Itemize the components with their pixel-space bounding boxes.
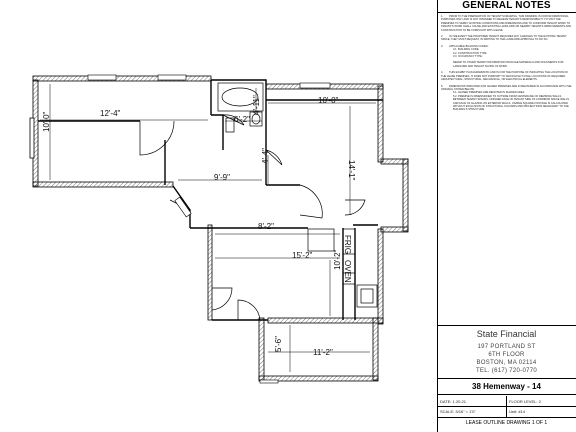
floor-field: FLOOR LEVEL: 2: [509, 399, 541, 404]
scale-field: SCALE: 3/16" = 1'0": [440, 409, 476, 414]
notes-title: GENERAL NOTES: [462, 0, 551, 11]
notes-divider: [437, 12, 576, 13]
fridge-box: [342, 228, 356, 274]
dim-hall-width: 9'-9": [214, 173, 230, 182]
kitchen-appliances: [307, 228, 378, 308]
address-line: BOSTON, MA 02114: [476, 360, 537, 366]
notes-panel: [437, 0, 576, 432]
dimension-lines: [40, 84, 376, 372]
dim-bedroom-width: 10'-0": [318, 96, 339, 105]
unit-field: Unit: #14: [509, 409, 526, 414]
dim-room3-depth: 5'-6": [274, 336, 283, 352]
info-grid: [437, 396, 576, 418]
note-item: 1.PRIOR TO THE PREPARATION OF TENANT'S D…: [441, 15, 572, 32]
general-notes: 1.PRIOR TO THE PREPARATION OF TENANT'S D…: [441, 15, 573, 325]
dim-living-depth: 10'-0": [42, 111, 51, 132]
oven-box: [342, 253, 356, 285]
note-item: 2.IN THE EVENT THE PROPOSED TENANT REQUI…: [441, 35, 567, 42]
address-line: 6TH FLOOR: [488, 352, 525, 358]
oven-label: OVEN: [343, 260, 352, 283]
note-item: 4.THIS EXHIBIT IS DIAGRAMMATIC AND IS FO…: [441, 71, 569, 82]
dim-room3-width: 11'-2": [313, 348, 333, 357]
floor-plan: 12'-4" 10'-0" 6'-2" 4'-11" 10'-0" 14'-1"…: [29, 74, 409, 384]
company-name: State Financial: [476, 329, 537, 339]
note-item: 3.APPLICABLE BUILDING CODES: 3.1. BUILDI…: [441, 44, 489, 59]
bathtub: [217, 82, 264, 112]
project-box: [437, 378, 576, 395]
sheet-title: LEASE OUTLINE DRAWING 1 OF 1: [465, 420, 548, 426]
company-box: [437, 325, 576, 378]
dim-kitchen-width: 8'-2": [258, 222, 274, 231]
dim-living-width: 12'-4": [100, 109, 121, 118]
address-line: 197 PORTLAND ST: [477, 344, 536, 350]
dim-bath-width: 6'-2": [234, 115, 250, 124]
dim-bedroom-depth: 14'-1": [347, 160, 356, 181]
toilet: [225, 117, 235, 133]
exterior-walls: [29, 75, 409, 382]
dim-bath-depth: 4'-11": [252, 95, 261, 115]
windows: [87, 74, 331, 384]
note-item: REFER TO OTHER TENANT INFORMATION PACKAG…: [453, 61, 564, 68]
dim-hall-depth: 4'-4": [261, 148, 270, 164]
date-field: DATE: 1.20.21: [440, 399, 466, 404]
counter: [307, 228, 335, 252]
door-living: [139, 120, 175, 156]
dim-kitchen-side: 10'-2": [333, 249, 342, 270]
note-item: 5.DIMENSIONS INDICATED FOR LEASED PREMIS…: [441, 84, 572, 112]
dimension-texts: 12'-4" 10'-0" 6'-2" 4'-11" 10'-0" 14'-1"…: [42, 95, 356, 357]
address-line: TEL. (617) 720-0770: [475, 368, 538, 374]
kitchen-sink: [356, 284, 378, 308]
bathroom-fixtures: [217, 82, 264, 133]
doors: [139, 114, 366, 321]
fridge-label: FRIG: [343, 235, 352, 254]
dim-kitchen-depth: 15'-2": [292, 251, 313, 260]
project-title: 38 Hemenway - 14: [472, 382, 541, 391]
